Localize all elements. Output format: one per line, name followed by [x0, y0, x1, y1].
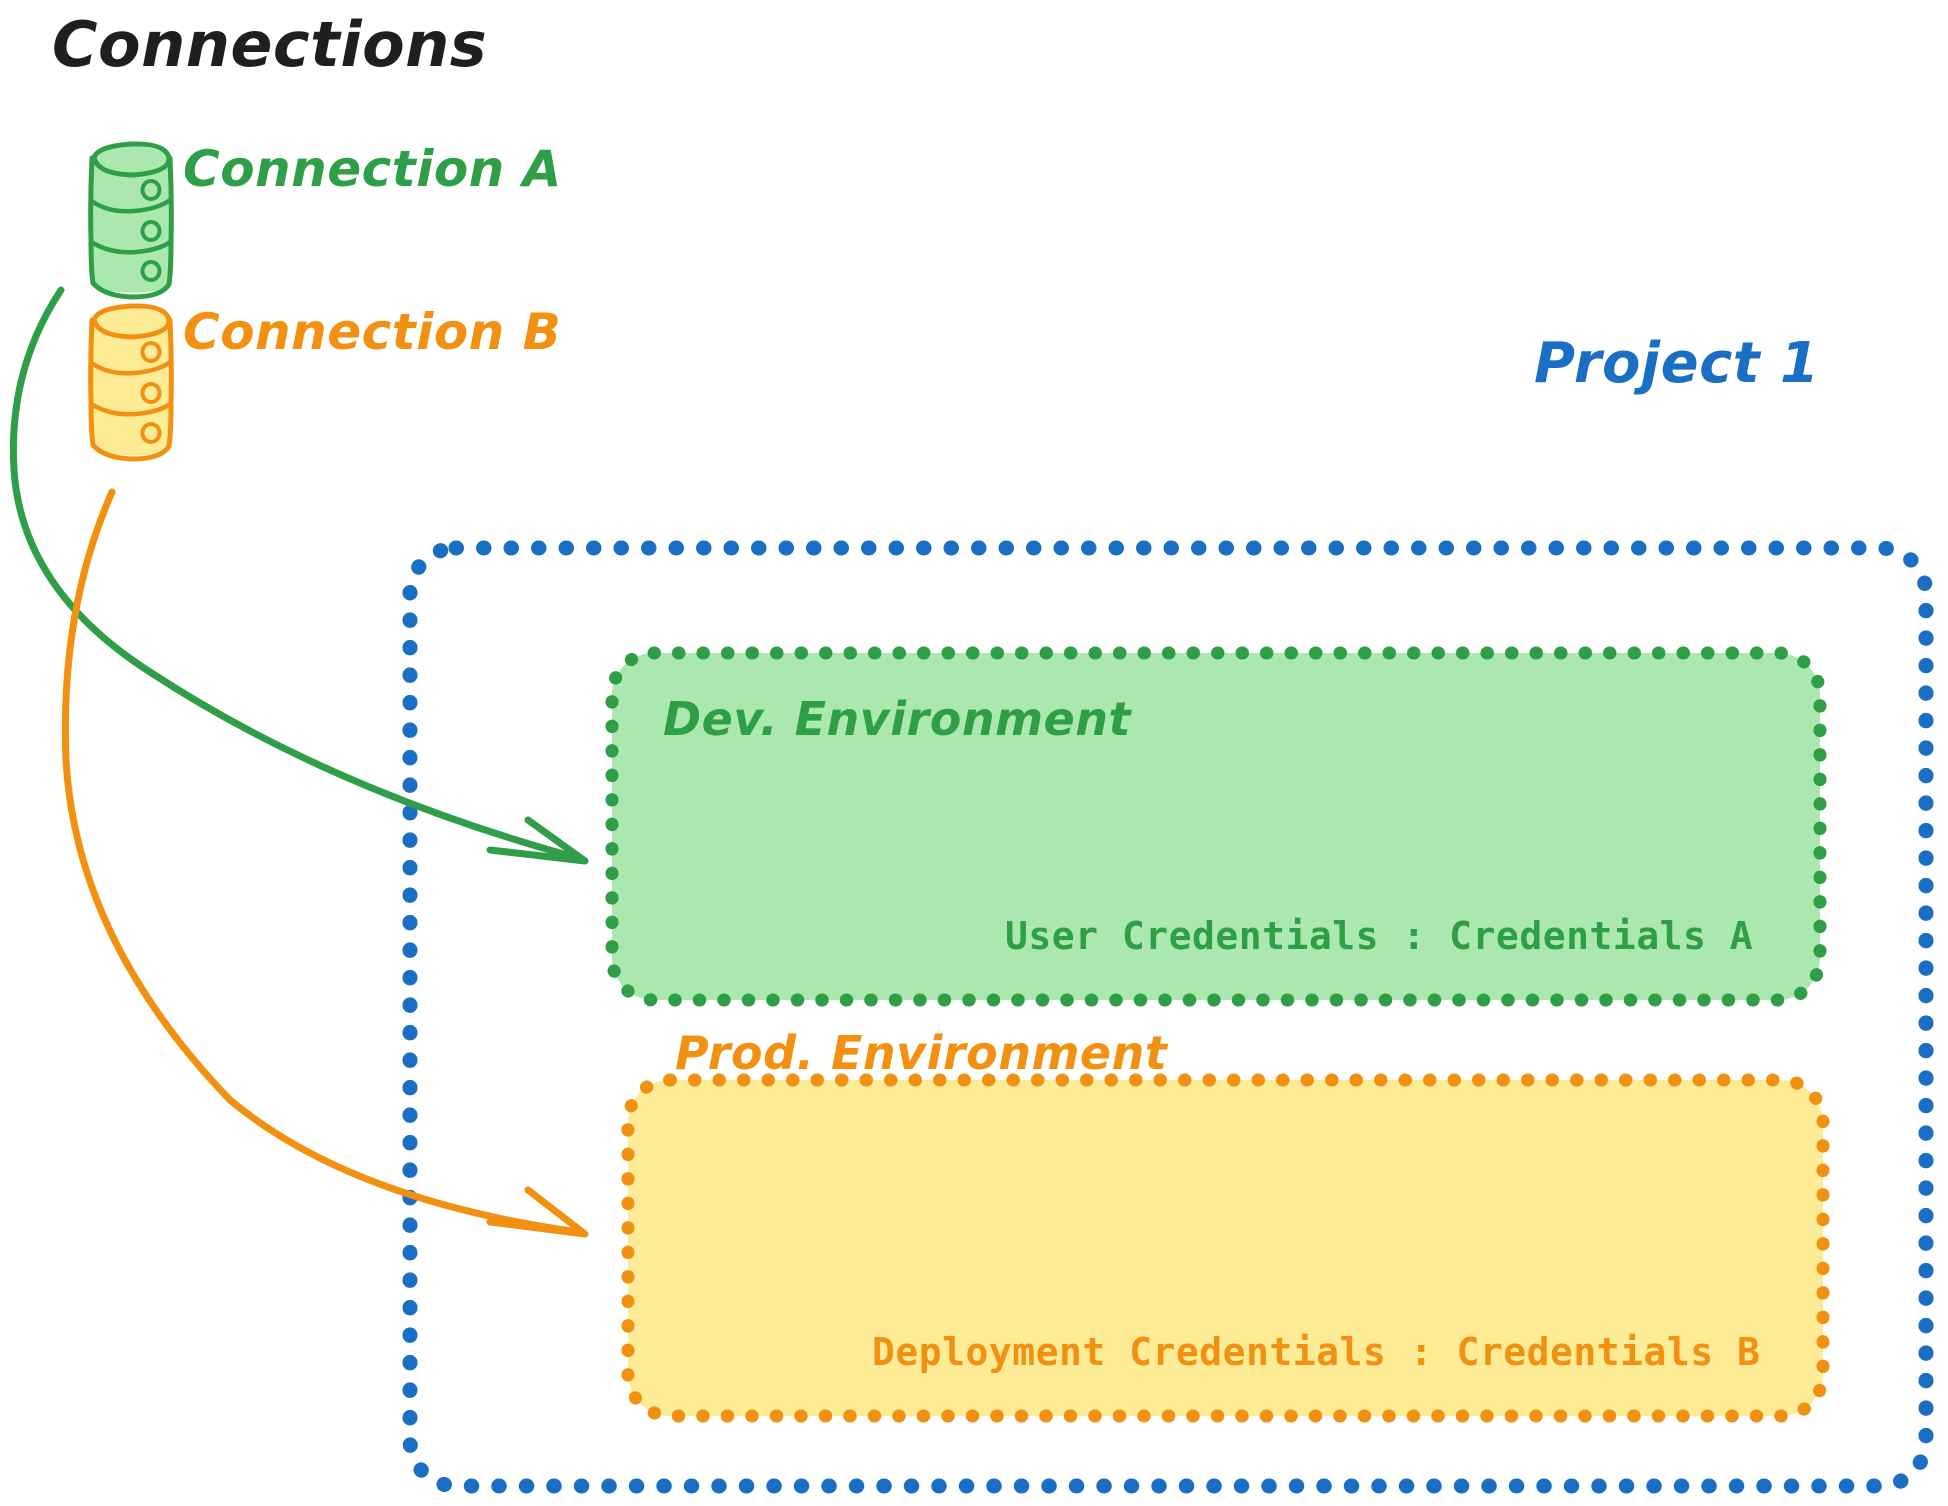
connection-a-database-cylinder-icon[interactable]: [88, 141, 174, 300]
dev-environment-box[interactable]: [605, 646, 1827, 1007]
arrow-connection-b-to-prod: [61, 488, 589, 1238]
connection-b-database-cylinder-icon[interactable]: [88, 303, 174, 462]
prod-environment-box[interactable]: [621, 1073, 1830, 1423]
project-1-container[interactable]: [402, 540, 1934, 1494]
arrow-connection-a-to-dev: [9, 286, 589, 865]
